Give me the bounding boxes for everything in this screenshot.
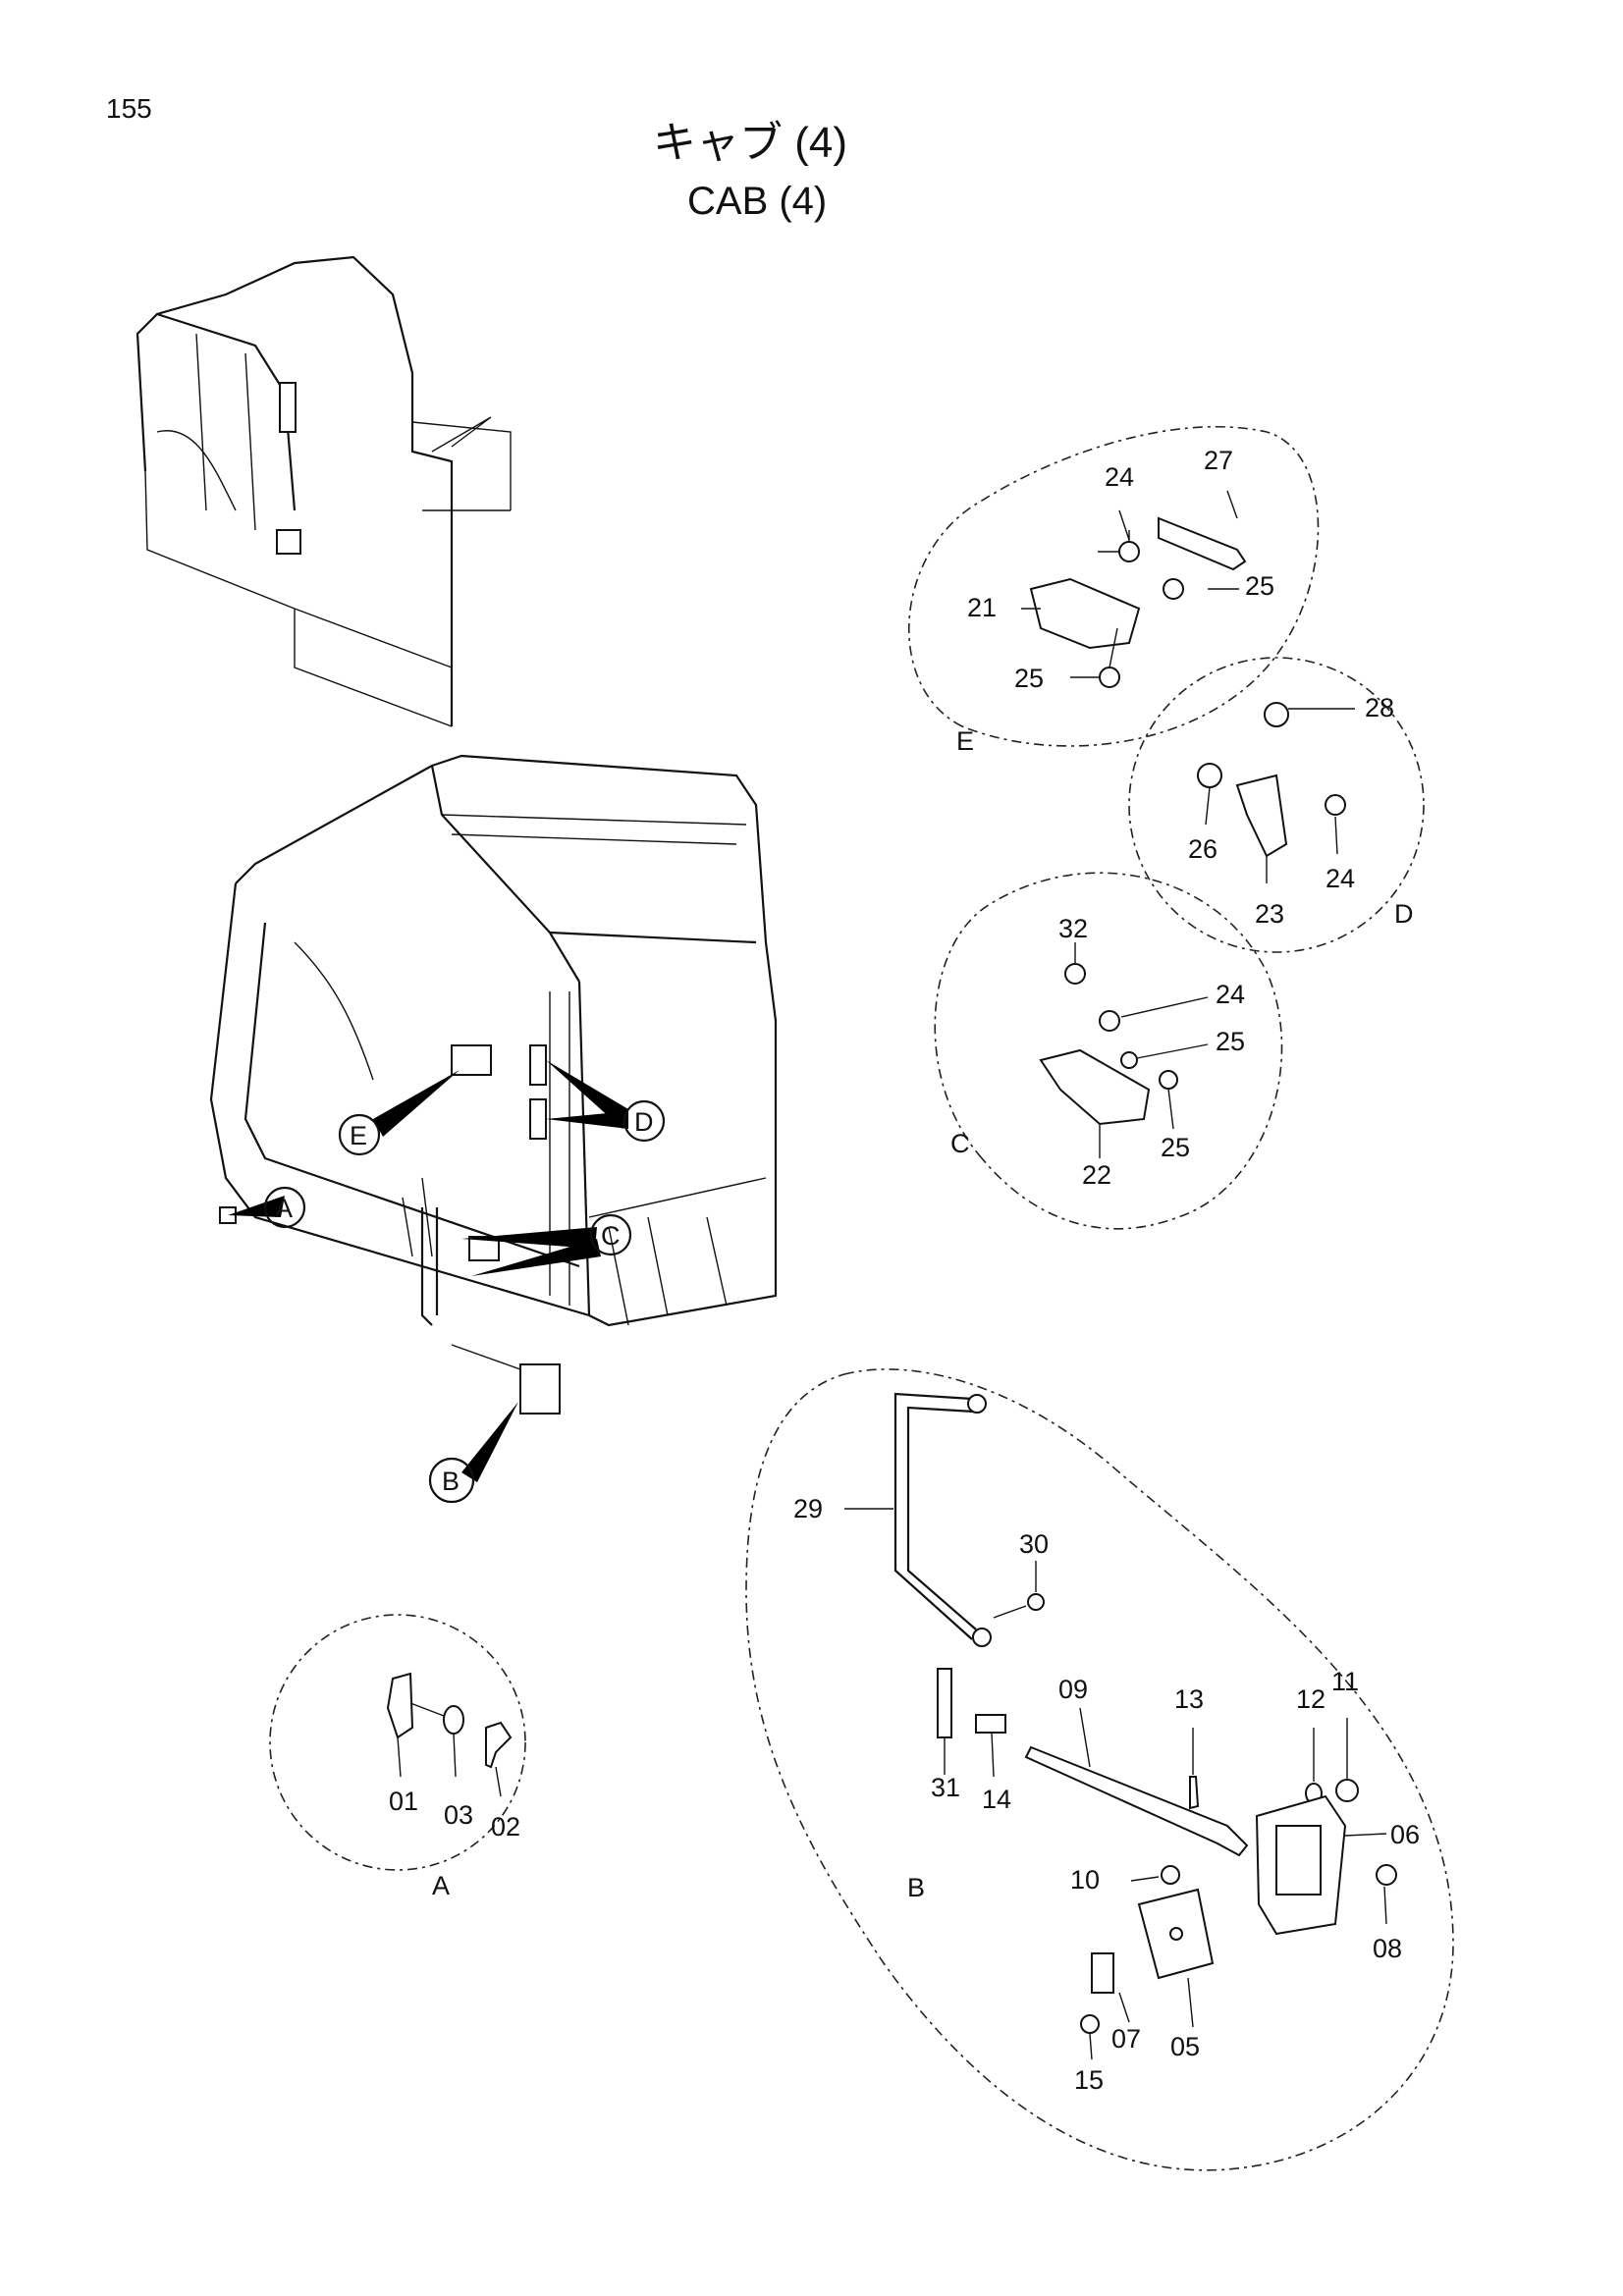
part-label: 23 bbox=[1255, 899, 1284, 929]
part-label: 01 bbox=[389, 1787, 418, 1816]
callout-D: D bbox=[546, 1060, 666, 1143]
part-label: 28 bbox=[1365, 693, 1394, 722]
detail-C: C 32 24 25 22 25 bbox=[934, 872, 1283, 1230]
svg-text:B: B bbox=[907, 1873, 925, 1902]
part-label: 21 bbox=[967, 593, 997, 622]
svg-text:E: E bbox=[350, 1121, 367, 1150]
part-label: 09 bbox=[1058, 1675, 1088, 1704]
svg-text:C: C bbox=[601, 1221, 621, 1251]
svg-text:D: D bbox=[1394, 899, 1414, 929]
part-label: 22 bbox=[1082, 1160, 1111, 1190]
part-label: 29 bbox=[793, 1494, 823, 1523]
part-label: 25 bbox=[1216, 1027, 1245, 1056]
callout-E: E bbox=[338, 1070, 460, 1156]
detail-B: B bbox=[745, 1368, 1454, 2171]
part-label: 25 bbox=[1245, 571, 1274, 601]
part-label: 05 bbox=[1170, 2032, 1200, 2061]
part-label: 07 bbox=[1111, 2024, 1141, 2054]
part-label: 10 bbox=[1070, 1865, 1100, 1895]
detail-E: E 24 27 21 25 25 bbox=[908, 425, 1320, 756]
part-label: 25 bbox=[1161, 1133, 1190, 1162]
title-english: CAB (4) bbox=[687, 180, 827, 223]
part-label: 25 bbox=[1014, 664, 1044, 693]
cab-main bbox=[209, 754, 778, 1415]
callout-B: B bbox=[428, 1402, 518, 1504]
detail-A: A 01 03 02 bbox=[269, 1614, 526, 1900]
svg-text:A: A bbox=[432, 1871, 450, 1900]
part-label: 32 bbox=[1058, 914, 1088, 943]
part-label: 15 bbox=[1074, 2065, 1104, 2095]
part-label: 24 bbox=[1216, 980, 1245, 1009]
part-label: 24 bbox=[1105, 462, 1134, 492]
part-label: 03 bbox=[444, 1800, 473, 1830]
title-japanese: キャブ (4) bbox=[653, 119, 847, 167]
part-label: 06 bbox=[1390, 1820, 1420, 1849]
part-label: 24 bbox=[1325, 864, 1355, 893]
callout-C: C bbox=[461, 1213, 632, 1276]
part-label: 11 bbox=[1331, 1667, 1359, 1696]
part-label: 26 bbox=[1188, 834, 1217, 864]
svg-text:B: B bbox=[442, 1467, 460, 1496]
detail-D: D 28 26 23 24 bbox=[1128, 657, 1425, 953]
part-label: 02 bbox=[491, 1812, 520, 1842]
svg-text:A: A bbox=[275, 1194, 293, 1223]
svg-text:C: C bbox=[950, 1129, 970, 1158]
part-label: 08 bbox=[1373, 1934, 1402, 1963]
svg-text:D: D bbox=[634, 1107, 654, 1137]
part-label: 12 bbox=[1296, 1684, 1325, 1714]
callout-A: A bbox=[228, 1186, 306, 1229]
machine-overview bbox=[135, 255, 512, 727]
part-label: 14 bbox=[982, 1785, 1011, 1814]
part-label: 27 bbox=[1204, 446, 1233, 475]
part-label: 30 bbox=[1019, 1529, 1049, 1559]
svg-text:E: E bbox=[956, 726, 974, 756]
part-label: 31 bbox=[931, 1773, 960, 1802]
part-label: 13 bbox=[1174, 1684, 1204, 1714]
page-number: 155 bbox=[106, 93, 152, 124]
